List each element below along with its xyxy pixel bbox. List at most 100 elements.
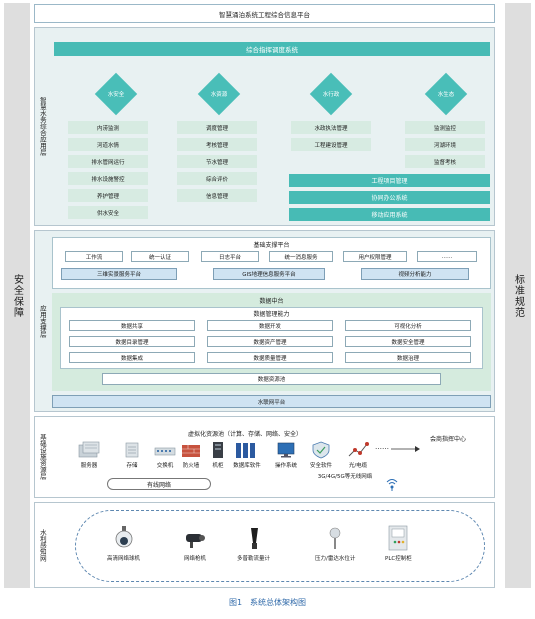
list-item: 监测监控 xyxy=(405,121,485,134)
list-item: 节水管理 xyxy=(177,155,257,168)
list-item: 工程建设管理 xyxy=(291,138,371,151)
mobile-app-bar: 移动应用系统 xyxy=(289,208,490,221)
3d-scene-service: 三维实景服务平台 xyxy=(61,268,177,280)
fiber-cable-label: 光/电缆 xyxy=(348,463,368,469)
data-middle-title: 数据中台 xyxy=(259,297,284,305)
water-admin-diamond: 水行政 xyxy=(309,72,353,116)
security-assurance-label: 安全保障 xyxy=(11,273,23,318)
standards-label: 标准规范 xyxy=(512,273,524,318)
radar-level-gauge-label: 压力/雷达水位计 xyxy=(315,556,356,562)
ellipsis: …… xyxy=(375,443,389,451)
platform-banner: 智慧涌泊系统工程综合信息平台 xyxy=(34,4,495,23)
data-cell: 数据共享 xyxy=(69,320,195,331)
list-item: 排水管网运行 xyxy=(68,155,148,168)
project-management-bar: 工程项目管理 xyxy=(289,174,490,187)
video-analysis: 视频分析能力 xyxy=(361,268,469,280)
wired-network: 有线网络 xyxy=(107,478,211,490)
application-layer-label: 智慧水务综合应用层 xyxy=(38,97,47,156)
data-cell: 数据目录管理 xyxy=(69,336,195,347)
list-item: 监督考核 xyxy=(405,155,485,168)
list-item: 河道水情 xyxy=(68,138,148,151)
gis-service: GIS地理信息服务平台 xyxy=(213,268,325,280)
list-item: 考核管理 xyxy=(177,138,257,151)
command-center-label: 会商指挥中心 xyxy=(429,436,466,443)
data-cell: 数据资产管理 xyxy=(207,336,333,347)
base-cell: 统一消息服务 xyxy=(269,251,333,262)
data-cell: 数据安全管理 xyxy=(345,336,471,347)
database-icon: 数据库软件 xyxy=(232,441,262,469)
doppler-flowmeter-icon: 多普勒流量计 xyxy=(237,525,270,562)
os-label: 操作系统 xyxy=(275,463,298,469)
water-resources-diamond: 水资源 xyxy=(197,72,241,116)
list-item: 河湖环境 xyxy=(405,138,485,151)
database-label: 数据库软件 xyxy=(233,463,261,469)
fiber-cable-icon: 光/电缆 xyxy=(347,441,369,469)
plc-cabinet-label: PLC控制柜 xyxy=(385,556,412,562)
radar-level-gauge-icon: 压力/雷达水位计 xyxy=(315,525,355,562)
hd-dome-camera-label: 高清网络球机 xyxy=(107,556,141,562)
data-cell: 可视化分析 xyxy=(345,320,471,331)
data-cell: 数据开发 xyxy=(207,320,333,331)
firewall-label: 防火墙 xyxy=(182,463,200,469)
list-item: 水政执法管理 xyxy=(291,121,371,134)
infrastructure-layer: 基础设施资源层 虚拟化资源池（计算、存储、网络、安全） 服务器 存储 交换机 防… xyxy=(34,416,495,498)
wireless-signal-icon xyxy=(386,479,398,491)
list-item: 排水设施警控 xyxy=(68,172,148,185)
data-middle-platform: 数据中台 数据管理能力 数据共享 数据开发 可视化分析 数据目录管理 数据资产管… xyxy=(52,293,491,391)
sensing-layer: 水利感知网 高清网络球机 网络枪机 多普勒流量计 压力/雷达水位计 PLC控制柜 xyxy=(34,502,495,588)
figure-caption: 图1 系统总体架构图 xyxy=(228,598,307,607)
bullet-camera-icon: 网络枪机 xyxy=(183,525,207,562)
cabinet-label: 机柜 xyxy=(212,463,224,469)
hd-dome-camera-icon: 高清网络球机 xyxy=(107,525,140,562)
virtual-resource-pool-title: 虚拟化资源池（计算、存储、网络、安全） xyxy=(187,430,302,438)
server-label: 服务器 xyxy=(80,463,98,469)
security-software-icon: 安全软件 xyxy=(310,441,332,469)
water-safety-diamond: 水安全 xyxy=(94,72,138,116)
dispatch-system-header: 综合指挥调度系统 xyxy=(54,42,490,56)
application-layer: 智慧水务综合应用层 综合指挥调度系统 水安全 水资源 水行政 水生态 内涝监测 … xyxy=(34,27,495,226)
standards-bar: 标准规范 xyxy=(505,3,531,588)
storage-label: 存储 xyxy=(126,463,138,469)
base-cell: 统一认证 xyxy=(131,251,189,262)
data-cell: 数据集成 xyxy=(69,352,195,363)
bullet-camera-label: 网络枪机 xyxy=(183,556,206,562)
switch-label: 交换机 xyxy=(156,463,174,469)
storage-icon: 存储 xyxy=(123,441,141,469)
list-item: 养护管理 xyxy=(68,189,148,202)
cabinet-icon: 机柜 xyxy=(210,441,226,469)
data-management-box: 数据管理能力 数据共享 数据开发 可视化分析 数据目录管理 数据资产管理 数据安… xyxy=(60,307,483,369)
list-item: 供水安全 xyxy=(68,206,148,219)
data-cell: 数据质量管理 xyxy=(207,352,333,363)
list-item: 信息管理 xyxy=(177,189,257,202)
os-icon: 操作系统 xyxy=(275,441,297,469)
arrow-right-icon xyxy=(391,446,420,452)
switch-icon: 交换机 xyxy=(153,441,177,469)
collab-office-bar: 协同办公系统 xyxy=(289,191,490,204)
firewall-icon: 防火墙 xyxy=(180,441,202,469)
data-management-title: 数据管理能力 xyxy=(253,311,290,318)
plc-cabinet-icon: PLC控制柜 xyxy=(385,525,412,562)
security-software-label: 安全软件 xyxy=(310,463,333,469)
sensing-network-boundary xyxy=(75,510,485,582)
data-cell: 数据治理 xyxy=(345,352,471,363)
list-item: 内涝监测 xyxy=(68,121,148,134)
base-support-title: 基础支撑平台 xyxy=(253,241,290,249)
base-cell: 工作流 xyxy=(65,251,123,262)
server-icon: 服务器 xyxy=(77,441,101,469)
doppler-flowmeter-label: 多普勒流量计 xyxy=(237,556,271,562)
water-ecology-diamond: 水生态 xyxy=(424,72,468,116)
data-resource-pool: 数据资源池 xyxy=(102,373,441,385)
list-item: 综合评价 xyxy=(177,172,257,185)
support-layer-label: 应用支撑层 xyxy=(38,304,47,338)
base-cell: 用户权限管理 xyxy=(343,251,407,262)
support-layer: 应用支撑层 基础支撑平台 工作流 统一认证 日志平台 统一消息服务 用户权限管理… xyxy=(34,230,495,412)
wireless-network-label: 3G/4G/5G等无线网络 xyxy=(317,474,373,480)
list-item: 调度管理 xyxy=(177,121,257,134)
base-cell: 日志平台 xyxy=(201,251,259,262)
iot-platform: 水联网平台 xyxy=(52,395,491,408)
base-support-platform: 基础支撑平台 工作流 统一认证 日志平台 统一消息服务 用户权限管理 …… 三维… xyxy=(52,237,491,289)
infrastructure-layer-label: 基础设施资源层 xyxy=(38,434,47,480)
sensing-layer-label: 水利感知网 xyxy=(38,528,47,562)
base-cell: …… xyxy=(417,251,477,262)
security-assurance-bar: 安全保障 xyxy=(4,3,30,588)
